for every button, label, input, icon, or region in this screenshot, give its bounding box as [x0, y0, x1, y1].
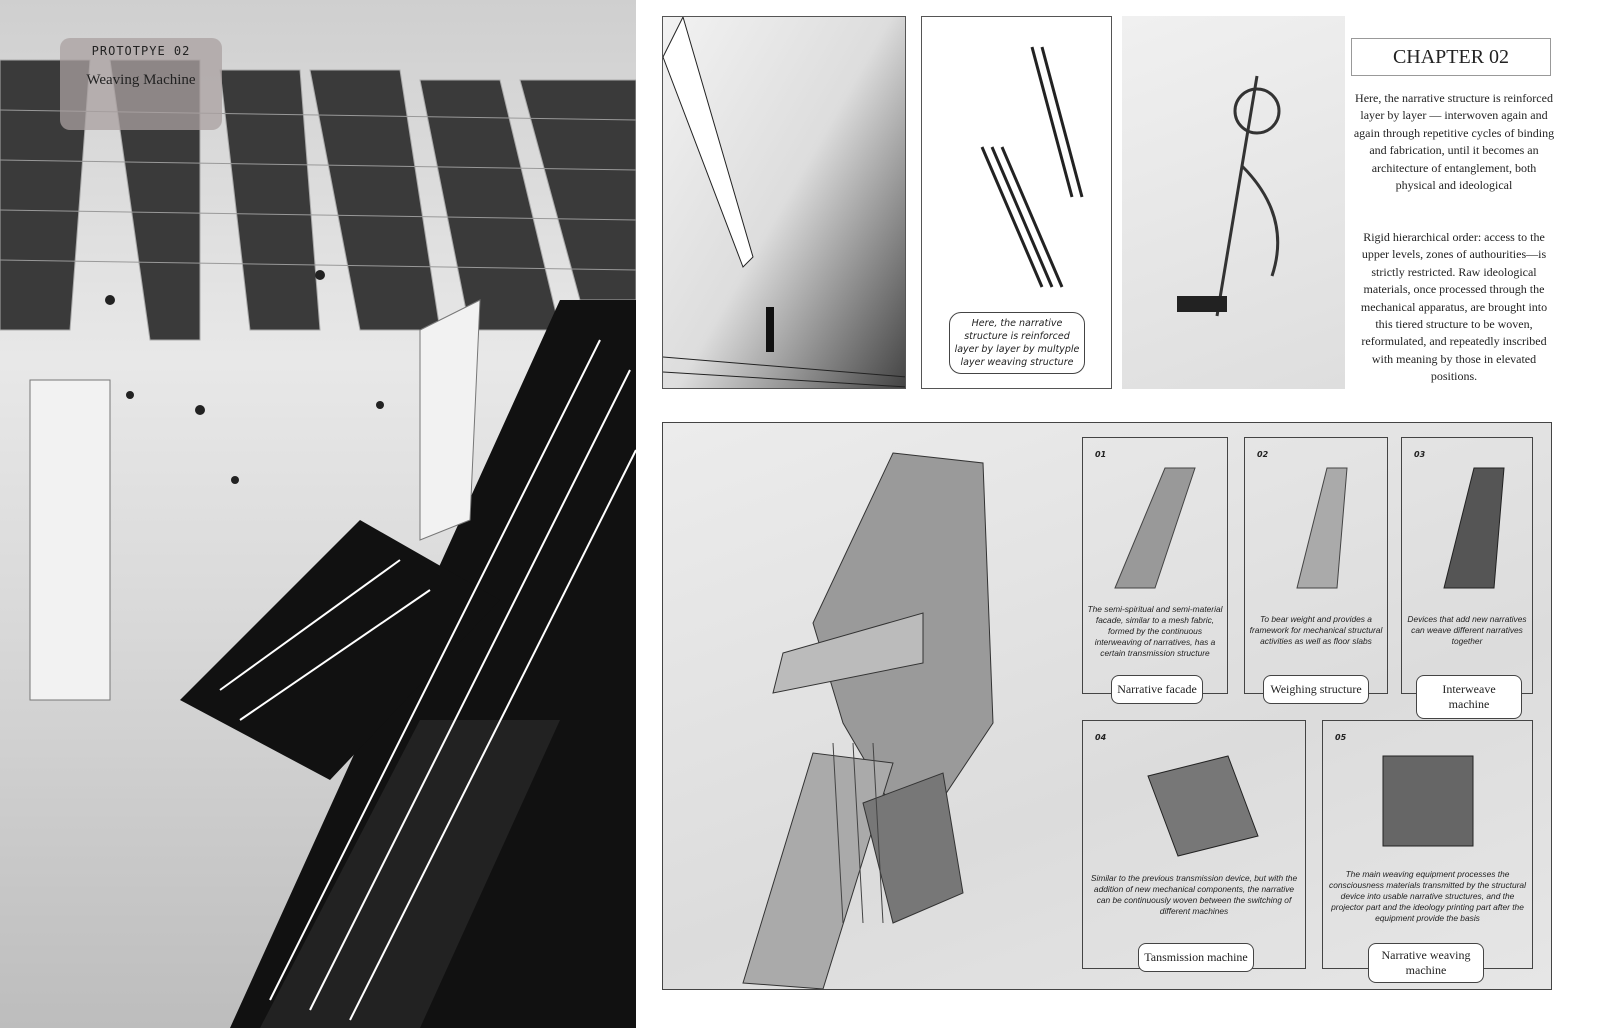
hero-rendering: PROTOTPYE 02 Weaving Machine: [0, 0, 636, 1028]
chapter-title: CHAPTER 02: [1351, 38, 1551, 76]
component-description: Devices that add new narratives can weav…: [1407, 614, 1527, 646]
weaving-machine-illustration: [0, 59, 636, 1028]
component-card-05: 05 The main weaving equipment processes …: [1322, 720, 1533, 983]
structure-diagram-panel: Here, the narrative structure is reinfor…: [921, 16, 1112, 389]
component-number: 01: [1095, 450, 1107, 459]
component-label: Narrative weaving machine: [1368, 943, 1484, 983]
component-card-03: 03 Devices that add new narratives can w…: [1401, 437, 1533, 719]
panel-caption: Here, the narrative structure is reinfor…: [949, 312, 1085, 374]
component-label: Weighing structure: [1263, 675, 1369, 704]
component-number: 05: [1335, 733, 1347, 742]
prototype-label: PROTOTPYE 02: [91, 44, 191, 58]
component-card-01: 01 The semi-spiritual and semi-material …: [1082, 437, 1228, 704]
person-figure: [766, 307, 774, 352]
machine-plan-image: [1122, 16, 1345, 389]
interior-perspective-image: [662, 16, 906, 389]
prototype-title: Weaving Machine: [86, 72, 196, 88]
component-description: Similar to the previous transmission dev…: [1090, 873, 1298, 916]
axonometric-machine-drawing: [742, 452, 994, 989]
component-card-02: 02 To bear weight and provides a framewo…: [1244, 437, 1388, 704]
component-description: To bear weight and provides a framework …: [1249, 614, 1383, 646]
component-label: Narrative facade: [1111, 675, 1203, 704]
component-description: The semi-spiritual and semi-material fac…: [1087, 604, 1223, 658]
component-description: The main weaving equipment processes the…: [1329, 869, 1526, 923]
component-card-04: 04 Similar to the previous transmission …: [1082, 720, 1306, 972]
prototype-tag: PROTOTPYE 02 Weaving Machine: [60, 38, 222, 130]
component-label: Interweave machine: [1416, 675, 1522, 719]
component-number: 02: [1257, 450, 1269, 459]
component-number: 03: [1414, 450, 1426, 459]
component-label: Tansmission machine: [1138, 943, 1254, 972]
component-number: 04: [1095, 733, 1107, 742]
chapter-paragraph-2: Rigid hierarchical order: access to the …: [1360, 230, 1548, 384]
chapter-paragraph-1: Here, the narrative structure is reinfor…: [1353, 91, 1555, 193]
component-breakdown-panel: 01 The semi-spiritual and semi-material …: [662, 422, 1552, 990]
